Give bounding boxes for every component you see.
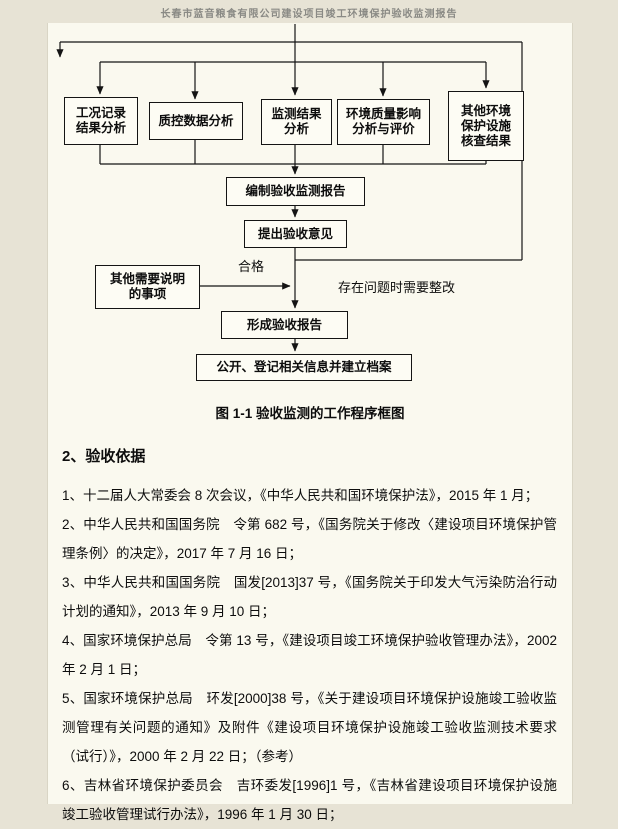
flowchart-label-rework-needed: 存在问题时需要整改 [338,280,456,295]
flowchart-node-env-quality-impact-analysis: 环境质量影响 分析与评价 [337,99,430,145]
flowchart-node-publish-and-archive: 公开、登记相关信息并建立档案 [196,354,412,381]
flowchart-node-operating-condition-analysis: 工况记录 结果分析 [64,97,138,145]
section-heading-acceptance-basis: 2、验收依据 [62,448,146,465]
flowchart-node-other-notes: 其他需要说明 的事项 [95,265,200,309]
flowchart-node-propose-acceptance-opinion: 提出验收意见 [244,220,347,248]
figure-caption: 图 1-1 验收监测的工作程序框图 [215,406,405,421]
basis-item-6: 6、吉林省环境保护委员会 吉环委发[1996]1 号，《吉林省建设项目环境保护设… [62,778,557,822]
flowchart-node-other-facility-check-result: 其他环境 保护设施 核查结果 [448,91,524,161]
flowchart-node-qc-data-analysis: 质控数据分析 [149,102,243,140]
basis-item-2: 2、中华人民共和国国务院 令第 682 号，《国务院关于修改〈建设项目环境保护管… [62,517,557,561]
flowchart-node-monitoring-result-analysis: 监测结果 分析 [261,99,332,145]
basis-item-3: 3、中华人民共和国国务院 国发[2013]37 号，《国务院关于印发大气污染防治… [62,575,557,619]
document-page-canvas: 长春市蓝音粮食有限公司建设项目竣工环境保护验收监测报告 [47,9,573,822]
basis-item-4: 4、国家环境保护总局 令第 13 号，《建设项目竣工环境保护验收管理办法》，20… [62,633,557,677]
flowchart-node-compile-monitoring-report: 编制验收监测报告 [226,177,365,206]
basis-item-5: 5、国家环境保护总局 环发[2000]38 号，《关于建设项目环境保护设施竣工验… [62,691,557,764]
flowchart-node-form-acceptance-report: 形成验收报告 [221,311,348,339]
flowchart-connectors [56,24,523,352]
acceptance-basis-list: 1、十二届人大常委会 8 次会议，《中华人民共和国环境保护法》，2015 年 1… [62,481,557,829]
document-header-title: 长春市蓝音粮食有限公司建设项目竣工环境保护验收监测报告 [160,9,458,20]
flowchart-label-pass: 合格 [238,259,265,274]
basis-item-1: 1、十二届人大常委会 8 次会议，《中华人民共和国环境保护法》，2015 年 1… [62,488,539,503]
